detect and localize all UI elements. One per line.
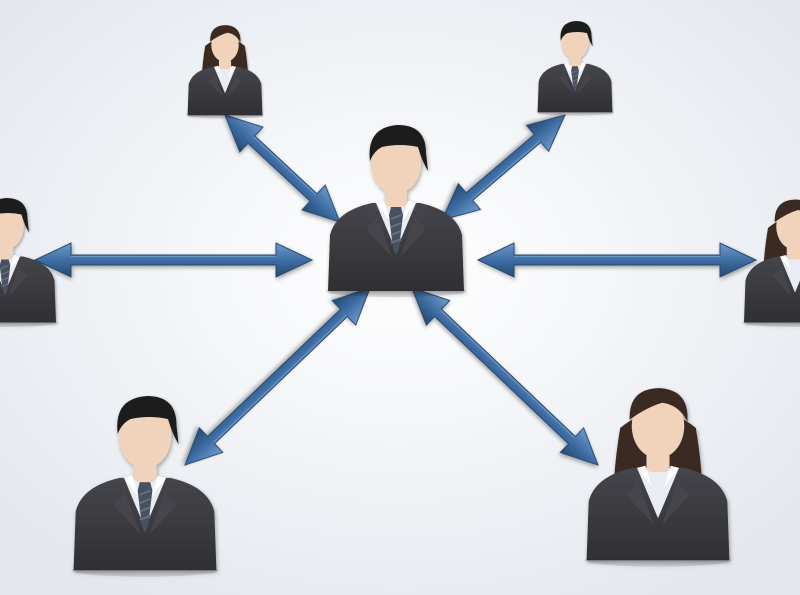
person-top-right xyxy=(536,21,614,116)
arrow-hub-left xyxy=(33,242,314,278)
person-left xyxy=(0,198,58,327)
man-avatar-icon xyxy=(71,396,219,577)
woman-avatar-icon xyxy=(584,388,732,567)
man-avatar-icon xyxy=(536,21,614,116)
arrow-hub-bottom-left xyxy=(184,287,371,466)
person-top-left xyxy=(186,25,264,119)
arrow-hub-right xyxy=(476,242,758,278)
arrow-hub-bottom-right xyxy=(411,287,599,466)
person-bottom-right xyxy=(584,388,732,567)
people-nodes xyxy=(0,21,800,577)
woman-avatar-icon xyxy=(186,25,264,119)
man-avatar-icon xyxy=(0,198,58,327)
person-hub xyxy=(326,125,466,297)
connection-arrows xyxy=(33,114,758,466)
person-bottom-left xyxy=(71,396,219,577)
man-avatar-icon xyxy=(326,125,466,297)
person-right xyxy=(742,199,800,327)
woman-avatar-icon xyxy=(742,199,800,327)
